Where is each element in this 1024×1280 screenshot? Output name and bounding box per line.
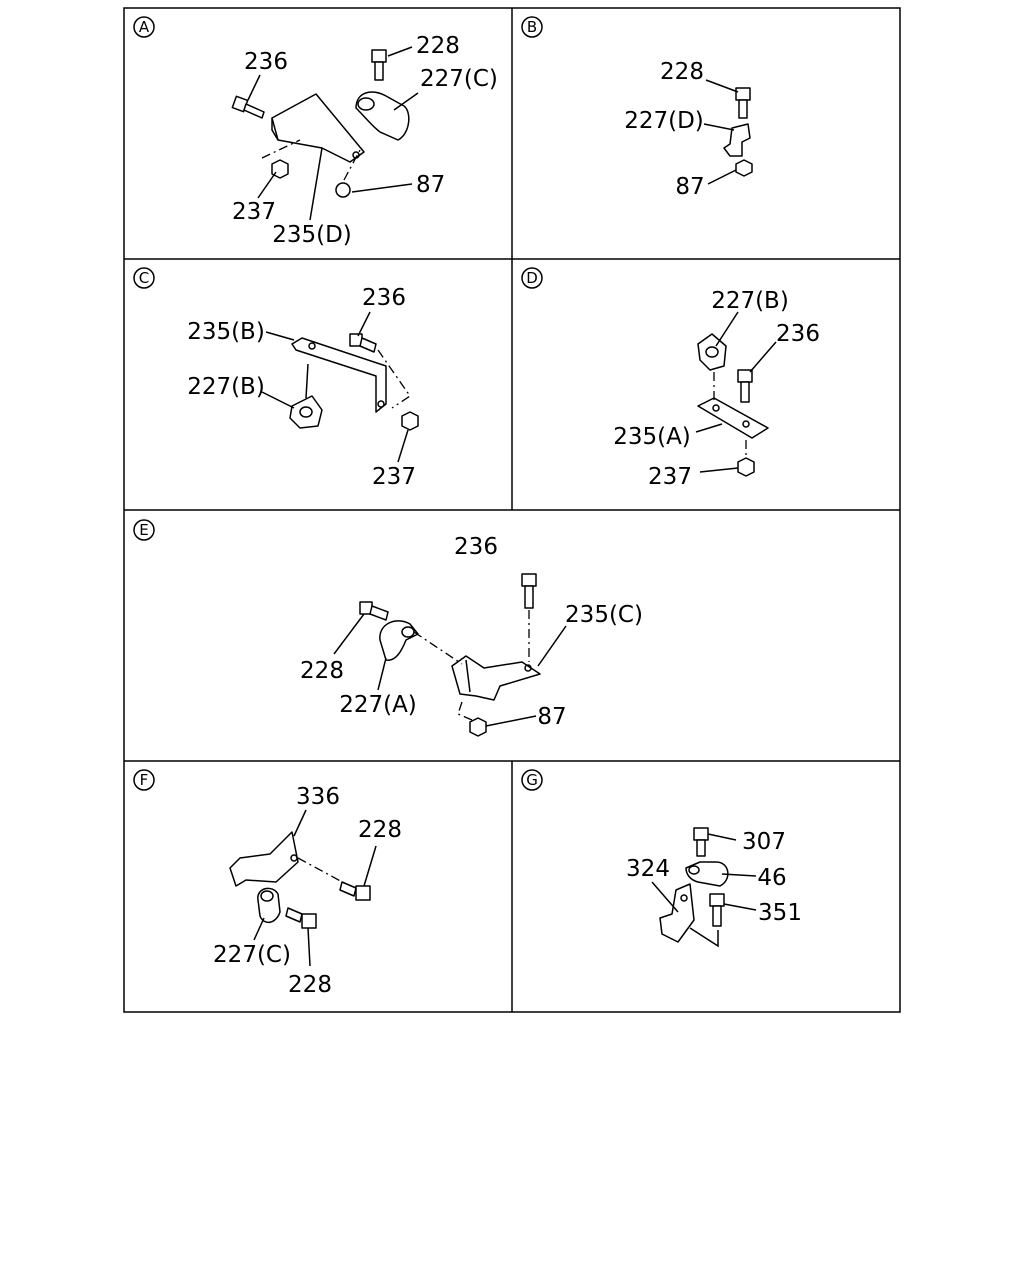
panel-letter-b: B xyxy=(527,18,537,36)
callout-237: 237 xyxy=(232,199,276,225)
bracket-336-drawing xyxy=(229,831,299,887)
callout-228-lower: 228 xyxy=(288,972,332,998)
panel-f: F 336 228 227(C) 228 xyxy=(133,769,402,998)
clip-227c-drawing xyxy=(355,91,410,141)
bolt-307-drawing xyxy=(693,827,709,857)
panel-letter-a: A xyxy=(139,18,150,36)
clip-227b-drawing xyxy=(697,333,727,371)
bolt-228-lower-drawing xyxy=(285,907,317,929)
diagram-grid xyxy=(123,7,901,1013)
bolt-236-drawing xyxy=(521,573,537,609)
panel-g: G 307 46 324 351 xyxy=(521,769,802,948)
bracket-235b-drawing xyxy=(291,337,387,413)
callout-227c: 227(C) xyxy=(420,66,498,92)
panel-marker-c xyxy=(133,267,155,289)
plate-235a-drawing xyxy=(697,397,769,439)
callout-236: 236 xyxy=(776,321,820,347)
callout-228: 228 xyxy=(660,59,704,85)
panel-e: E 236 235(C) 228 227(A) 87 xyxy=(133,519,643,737)
nut-87-drawing xyxy=(735,159,753,177)
bracket-235d-drawing xyxy=(271,93,365,163)
panel-marker-f xyxy=(133,769,155,791)
panel-marker-g xyxy=(521,769,543,791)
clamp-46-drawing xyxy=(685,861,729,887)
callout-307: 307 xyxy=(742,829,786,855)
callout-237: 237 xyxy=(372,464,416,490)
callout-324: 324 xyxy=(626,856,670,882)
panel-letter-g: G xyxy=(526,771,538,789)
callout-351: 351 xyxy=(758,900,802,926)
callout-235a: 235(A) xyxy=(613,424,691,450)
clip-227d-drawing xyxy=(723,123,751,157)
callout-236: 236 xyxy=(244,49,288,75)
clip-227a-drawing xyxy=(379,620,419,661)
callout-227a: 227(A) xyxy=(339,692,417,718)
callout-236: 236 xyxy=(362,285,406,311)
callout-228: 228 xyxy=(416,33,460,59)
clip-227b-drawing xyxy=(289,395,323,429)
callout-235c: 235(C) xyxy=(565,602,643,628)
callout-87: 87 xyxy=(537,704,566,730)
bolt-236-drawing xyxy=(737,369,753,403)
bolt-228-drawing xyxy=(359,601,389,621)
panel-c: C 236 235(B) 227(B) 237 xyxy=(133,267,419,490)
panel-marker-d xyxy=(521,267,543,289)
panel-d: D 227(B) 236 235(A) 237 xyxy=(521,267,820,490)
callout-336: 336 xyxy=(296,784,340,810)
panel-letter-c: C xyxy=(139,269,149,287)
callout-236: 236 xyxy=(454,534,498,560)
bracket-324-drawing xyxy=(659,883,695,943)
callout-227c: 227(C) xyxy=(213,942,291,968)
panel-marker-b xyxy=(521,16,543,38)
bolt-228-drawing xyxy=(339,881,371,901)
clip-227c-drawing xyxy=(257,887,281,924)
panel-letter-d: D xyxy=(526,269,538,287)
bolt-236-drawing xyxy=(349,333,377,353)
bolt-228-drawing xyxy=(371,49,387,81)
callout-227b: 227(B) xyxy=(711,288,789,314)
panel-letter-f: F xyxy=(140,771,149,789)
panel-marker-e xyxy=(133,519,155,541)
callout-235d: 235(D) xyxy=(272,222,352,248)
callout-227b: 227(B) xyxy=(187,374,265,400)
panel-letter-e: E xyxy=(139,521,148,539)
bracket-235c-drawing xyxy=(451,655,541,701)
bolt-351-drawing xyxy=(709,893,725,927)
nut-237-drawing xyxy=(271,159,289,179)
panel-b: B 228 227(D) 87 xyxy=(521,16,753,200)
panel-a: A 236 228 227(C) xyxy=(133,16,498,248)
callout-227d: 227(D) xyxy=(624,108,704,134)
bolt-228-drawing xyxy=(735,87,751,119)
callout-228: 228 xyxy=(300,658,344,684)
callout-235b: 235(B) xyxy=(187,319,265,345)
washer-87-drawing xyxy=(335,182,351,198)
bolt-236-drawing xyxy=(231,95,265,119)
callout-87: 87 xyxy=(675,174,704,200)
panel-marker-a xyxy=(133,16,155,38)
nut-237-drawing xyxy=(401,411,419,431)
callout-87: 87 xyxy=(416,172,445,198)
nut-237-drawing xyxy=(737,457,755,477)
nut-87-drawing xyxy=(469,717,487,737)
callout-237: 237 xyxy=(648,464,692,490)
callout-46: 46 xyxy=(757,865,786,891)
callout-228: 228 xyxy=(358,817,402,843)
